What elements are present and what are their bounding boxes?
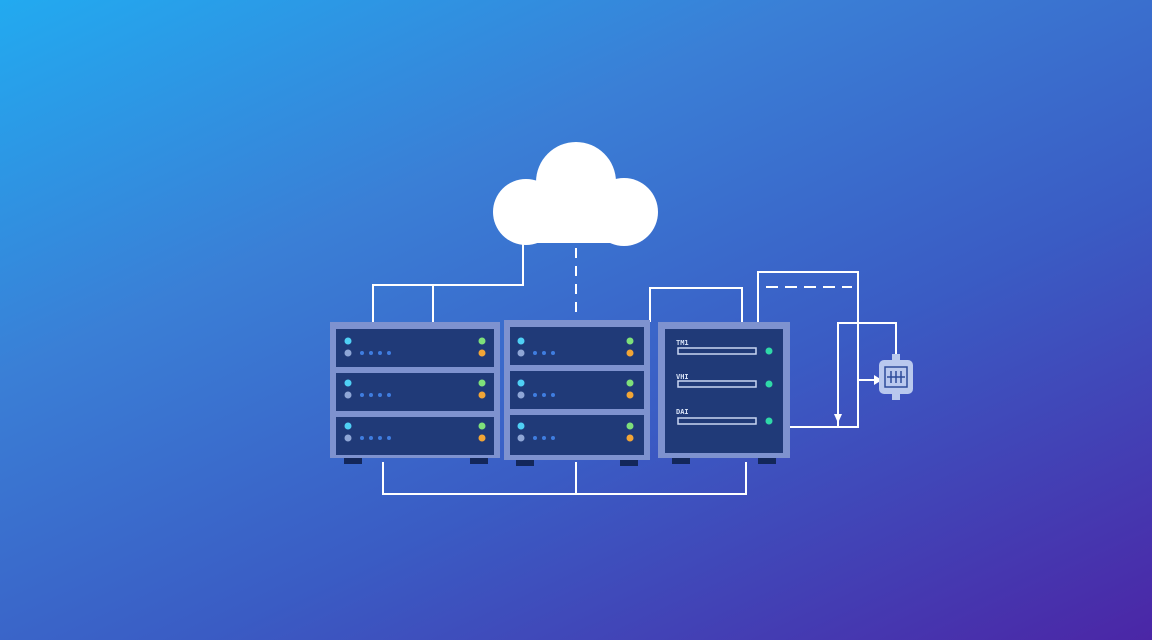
status-leds xyxy=(765,347,773,425)
arrow-head xyxy=(834,414,842,423)
server-rack-3: TM1 VHI DAI xyxy=(658,322,790,464)
server-unit xyxy=(510,327,644,365)
server-rack-2 xyxy=(504,320,650,466)
slot-labels: TM1 VHI DAI xyxy=(676,339,689,416)
slot-label: DAI xyxy=(676,408,689,416)
microchip-icon xyxy=(879,354,913,400)
connection-lines xyxy=(372,240,897,495)
rack-foot xyxy=(470,458,488,464)
status-leds xyxy=(517,337,634,442)
rack-foot xyxy=(758,458,776,464)
rack-foot xyxy=(620,460,638,466)
server-unit xyxy=(510,415,644,455)
server-unit xyxy=(510,371,644,409)
server-unit xyxy=(336,329,494,367)
rack-foot xyxy=(344,458,362,464)
server-unit xyxy=(336,417,494,455)
rack-foot xyxy=(672,458,690,464)
server-panel xyxy=(665,329,783,453)
server-unit xyxy=(336,373,494,411)
rack-foot xyxy=(516,460,534,466)
slot-label: TM1 xyxy=(676,339,689,347)
arrow-head xyxy=(874,375,882,385)
status-leds xyxy=(344,337,486,442)
server-rack-1 xyxy=(330,322,500,464)
slot-label: VHI xyxy=(676,373,689,381)
cloud-icon xyxy=(493,142,658,246)
drive-slots xyxy=(677,347,757,425)
